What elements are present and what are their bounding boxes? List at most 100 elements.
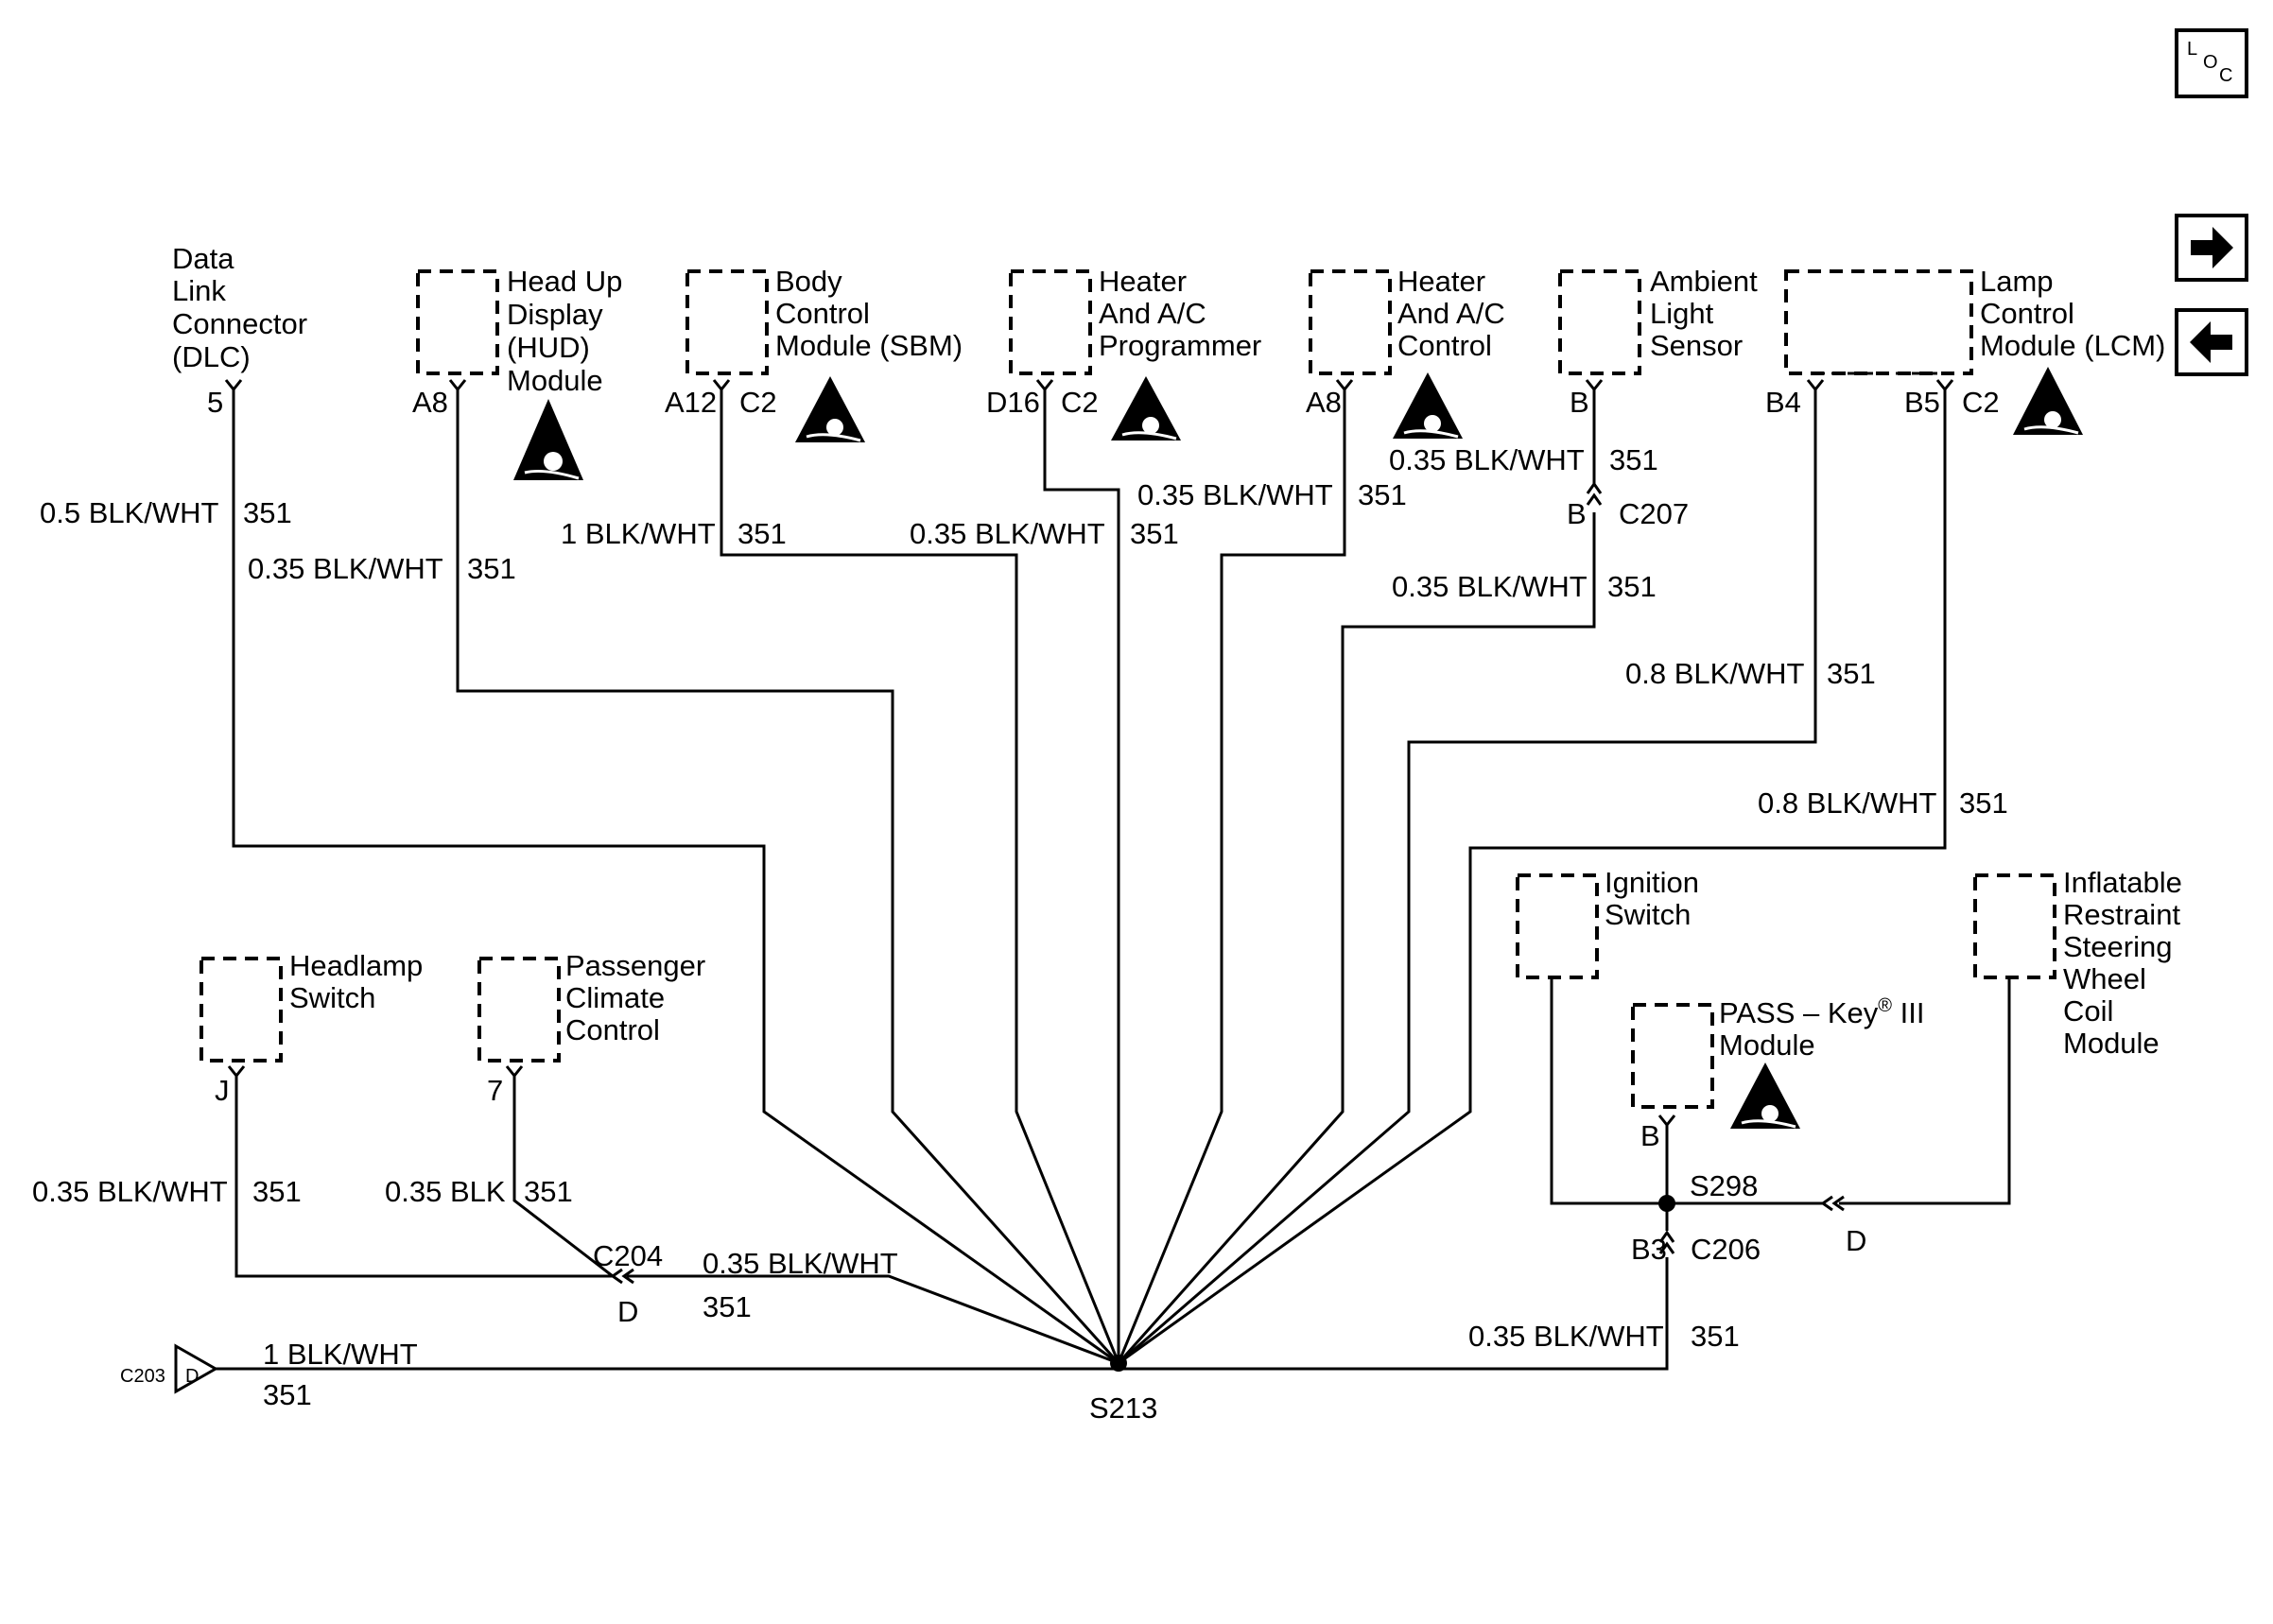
svg-text:0.35 BLK/WHT: 0.35 BLK/WHT bbox=[32, 1175, 228, 1208]
svg-text:C206: C206 bbox=[1691, 1233, 1761, 1266]
pass-key-label: PASS – Key® III Module bbox=[1719, 995, 1925, 1062]
svg-text:B: B bbox=[1567, 497, 1587, 530]
svg-text:0.35 BLK/WHT: 0.35 BLK/WHT bbox=[1392, 570, 1588, 603]
svg-text:Connector: Connector bbox=[172, 307, 307, 340]
svg-text:351: 351 bbox=[1609, 443, 1658, 476]
svg-text:351: 351 bbox=[737, 517, 787, 550]
arrow-left-glyph bbox=[2190, 321, 2232, 363]
svg-text:351: 351 bbox=[252, 1175, 302, 1208]
svg-text:351: 351 bbox=[1130, 517, 1179, 550]
svg-text:Control: Control bbox=[775, 297, 870, 330]
svg-text:Link: Link bbox=[172, 274, 226, 307]
irs-coil-box bbox=[1973, 873, 2056, 979]
svg-text:PASS – Key® III: PASS – Key® III bbox=[1719, 995, 1925, 1029]
svg-text:Programmer: Programmer bbox=[1099, 329, 1261, 362]
svg-text:Module (SBM): Module (SBM) bbox=[775, 329, 963, 362]
next-page-button[interactable] bbox=[2175, 214, 2248, 282]
svg-text:Module: Module bbox=[2063, 1027, 2160, 1060]
loc-letter-l: L bbox=[2187, 39, 2197, 60]
headlamp-switch-label: Headlamp Switch bbox=[289, 949, 423, 1014]
svg-text:351: 351 bbox=[243, 496, 292, 529]
connector-c203-symbol bbox=[174, 1343, 219, 1394]
svg-text:Heater: Heater bbox=[1099, 265, 1187, 298]
pin-taps bbox=[224, 379, 1954, 1128]
svg-text:Climate: Climate bbox=[565, 981, 665, 1014]
svg-text:C2: C2 bbox=[1061, 386, 1099, 419]
hvac-programmer-box bbox=[1009, 269, 1092, 375]
inline-connector-c207 bbox=[1586, 481, 1603, 506]
svg-text:351: 351 bbox=[1607, 570, 1657, 603]
ignition-switch-label: Ignition Switch bbox=[1605, 866, 1699, 931]
svg-text:Control: Control bbox=[1397, 329, 1492, 362]
svg-text:Body: Body bbox=[775, 265, 842, 298]
svg-text:0.35 BLK: 0.35 BLK bbox=[385, 1175, 506, 1208]
svg-text:B4: B4 bbox=[1765, 386, 1801, 419]
esd-warning-icon bbox=[513, 399, 583, 480]
svg-text:And A/C: And A/C bbox=[1397, 297, 1505, 330]
svg-text:Display: Display bbox=[507, 298, 603, 331]
svg-text:J: J bbox=[215, 1074, 230, 1107]
loc-letter-c: C bbox=[2219, 65, 2232, 86]
pass-key-box bbox=[1631, 1003, 1714, 1109]
svg-text:D16: D16 bbox=[986, 386, 1040, 419]
svg-text:C207: C207 bbox=[1619, 497, 1689, 530]
svg-text:Module: Module bbox=[507, 364, 603, 397]
ambient-sensor-label: Ambient Light Sensor bbox=[1650, 265, 1758, 362]
prev-page-button[interactable] bbox=[2175, 308, 2248, 376]
svg-text:1 BLK/WHT: 1 BLK/WHT bbox=[263, 1338, 418, 1371]
svg-text:Switch: Switch bbox=[289, 981, 375, 1014]
svg-text:351: 351 bbox=[1358, 478, 1407, 511]
pin-labels: 5 A8 A12 C2 D16 C2 A8 B B4 B5 C2 J 7 B bbox=[207, 386, 2000, 1152]
svg-text:Lamp: Lamp bbox=[1980, 265, 2054, 298]
svg-text:351: 351 bbox=[467, 552, 516, 585]
svg-text:Wheel: Wheel bbox=[2063, 962, 2146, 995]
svg-text:0.35 BLK/WHT: 0.35 BLK/WHT bbox=[910, 517, 1105, 550]
hvac-control-box bbox=[1309, 269, 1392, 375]
svg-text:B: B bbox=[1570, 386, 1589, 419]
svg-text:Control: Control bbox=[1980, 297, 2074, 330]
svg-text:7: 7 bbox=[487, 1074, 503, 1107]
passenger-climate-label: Passenger Climate Control bbox=[565, 949, 705, 1046]
loc-letter-o: O bbox=[2203, 52, 2218, 73]
svg-text:Light: Light bbox=[1650, 297, 1714, 330]
ignition-switch-box bbox=[1516, 873, 1599, 979]
svg-text:D: D bbox=[617, 1295, 638, 1328]
svg-text:Data: Data bbox=[172, 242, 234, 275]
svg-text:Head Up: Head Up bbox=[507, 265, 622, 298]
svg-text:(DLC): (DLC) bbox=[172, 340, 251, 373]
svg-text:Passenger: Passenger bbox=[565, 949, 705, 982]
svg-text:Switch: Switch bbox=[1605, 898, 1691, 931]
ambient-sensor-box bbox=[1558, 269, 1641, 375]
svg-text:351: 351 bbox=[1959, 786, 2008, 820]
hvac-control-label: Heater And A/C Control bbox=[1397, 265, 1505, 362]
svg-text:351: 351 bbox=[524, 1175, 573, 1208]
svg-text:Sensor: Sensor bbox=[1650, 329, 1743, 362]
splice-s213-label: S213 bbox=[1089, 1391, 1157, 1425]
hvac-programmer-label: Heater And A/C Programmer bbox=[1099, 265, 1261, 362]
svg-text:Restraint: Restraint bbox=[2063, 898, 2180, 931]
lcm-label: Lamp Control Module (LCM) bbox=[1980, 265, 2165, 362]
loc-icon bbox=[2175, 28, 2248, 98]
splice-s298-label: S298 bbox=[1690, 1169, 1758, 1202]
bcm-label: Body Control Module (SBM) bbox=[775, 265, 963, 362]
inline-connector-c204 bbox=[610, 1268, 634, 1285]
svg-text:Coil: Coil bbox=[2063, 994, 2113, 1028]
passenger-climate-box bbox=[477, 957, 561, 1063]
arrow-right-glyph bbox=[2191, 227, 2233, 268]
hud-label: Head Up Display (HUD) Module bbox=[507, 265, 622, 397]
svg-text:1 BLK/WHT: 1 BLK/WHT bbox=[561, 517, 716, 550]
svg-text:0.35 BLK/WHT: 0.35 BLK/WHT bbox=[1468, 1320, 1664, 1353]
lcm-module-box bbox=[1784, 269, 1973, 375]
svg-text:D: D bbox=[1846, 1224, 1866, 1257]
svg-text:Module (LCM): Module (LCM) bbox=[1980, 329, 2165, 362]
wire-labels: 0.5 BLK/WHT 351 0.35 BLK/WHT 351 1 BLK/W… bbox=[32, 443, 2008, 1411]
svg-text:Module: Module bbox=[1719, 1028, 1815, 1062]
svg-text:D: D bbox=[185, 1366, 199, 1387]
loc-button[interactable]: L O C bbox=[2175, 28, 2248, 98]
svg-text:A8: A8 bbox=[1306, 386, 1342, 419]
svg-text:B5: B5 bbox=[1904, 386, 1940, 419]
esd-warning-icon bbox=[1111, 376, 1181, 441]
svg-text:0.35 BLK/WHT: 0.35 BLK/WHT bbox=[1137, 478, 1333, 511]
svg-text:A12: A12 bbox=[665, 386, 717, 419]
